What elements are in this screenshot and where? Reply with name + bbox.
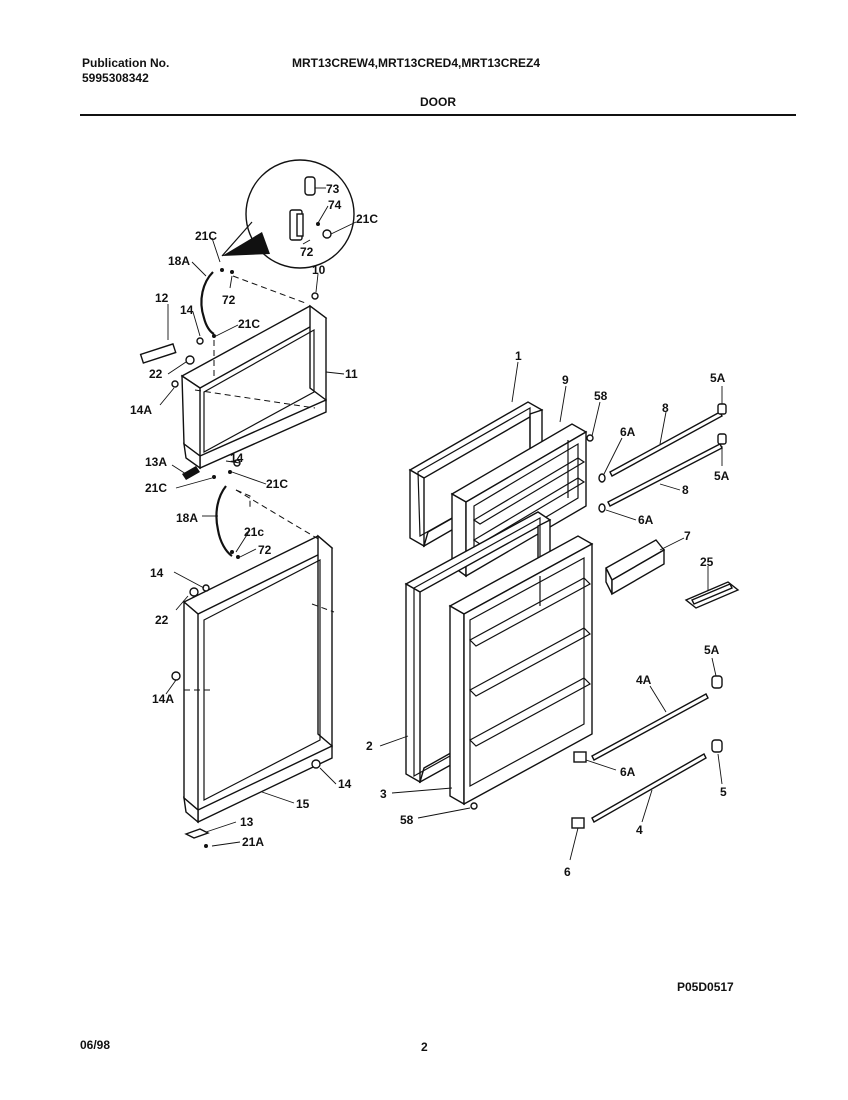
- callout-2: 2: [366, 739, 373, 753]
- callout-12: 12: [155, 291, 169, 305]
- callout-14a-b: 14A: [152, 692, 174, 706]
- callout-72-b: 72: [258, 543, 272, 557]
- callout-58-b: 58: [400, 813, 414, 827]
- callout-6: 6: [564, 865, 571, 879]
- callout-6a-b: 6A: [638, 513, 654, 527]
- page-number: 2: [421, 1040, 428, 1054]
- callout-14-d: 14: [338, 777, 352, 791]
- callout-21c-c: 21C: [145, 481, 167, 495]
- callout-73: 73: [326, 182, 340, 196]
- callout-18a-b: 18A: [176, 511, 198, 525]
- callout-8-b: 8: [682, 483, 689, 497]
- footer-date: 06/98: [80, 1038, 111, 1052]
- callout-74: 74: [328, 198, 342, 212]
- model-numbers: MRT13CREW4,MRT13CRED4,MRT13CREZ4: [292, 56, 541, 70]
- callout-4a: 4A: [636, 673, 652, 687]
- callout-13a: 13A: [145, 455, 167, 469]
- freezer-door-drawing: [139, 237, 345, 489]
- callout-11: 11: [345, 367, 358, 381]
- callout-6a-a: 6A: [620, 425, 636, 439]
- callout-14-b: 14: [230, 451, 244, 465]
- callout-5a-a: 5A: [710, 371, 726, 385]
- callout-14-c: 14: [150, 566, 164, 580]
- callout-21c-inset: 21C: [356, 212, 378, 226]
- section-title: DOOR: [420, 95, 456, 109]
- fresh-food-door-drawing: [165, 485, 337, 848]
- callout-22-b: 22: [155, 613, 169, 627]
- header-rule: [80, 114, 796, 116]
- callout-5a-b: 5A: [714, 469, 730, 483]
- callout-72-inset: 72: [300, 245, 314, 259]
- callout-5: 5: [720, 785, 727, 799]
- hinge-inset-drawing: [221, 159, 357, 269]
- drawing-code: P05D0517: [677, 980, 734, 994]
- callout-25: 25: [700, 555, 714, 569]
- callout-21c-d: 21C: [266, 477, 288, 491]
- callout-5a-c: 5A: [704, 643, 720, 657]
- callout-6a-c: 6A: [620, 765, 636, 779]
- callout-14a-a: 14A: [130, 403, 152, 417]
- callout-3: 3: [380, 787, 387, 801]
- callout-8-a: 8: [662, 401, 669, 415]
- publication-number: 5995308342: [82, 71, 149, 85]
- callout-18a-a: 18A: [168, 254, 190, 268]
- callout-22-a: 22: [149, 367, 163, 381]
- callout-7: 7: [684, 529, 691, 543]
- callout-21c-b: 21C: [238, 317, 260, 331]
- callout-4: 4: [636, 823, 643, 837]
- callout-21c-lower: 21c: [244, 525, 264, 539]
- publication-label: Publication No.: [82, 56, 170, 70]
- rails-and-shelves-drawing: [379, 361, 740, 861]
- callout-13: 13: [240, 815, 254, 829]
- callout-10: 10: [312, 263, 326, 277]
- callout-14-a: 14: [180, 303, 194, 317]
- callout-21a: 21A: [242, 835, 264, 849]
- callout-labels: 73 74 21C 72 21C 18A 72 10 12 14 21C 22 …: [130, 182, 730, 879]
- fresh-food-liner-drawing: [404, 511, 594, 810]
- callout-21c-a: 21C: [195, 229, 217, 243]
- callout-72-a: 72: [222, 293, 236, 307]
- callout-58-a: 58: [594, 389, 608, 403]
- callout-15: 15: [296, 797, 310, 811]
- callout-9: 9: [562, 373, 569, 387]
- freezer-liner-drawing: [408, 401, 594, 578]
- callout-1: 1: [515, 349, 522, 363]
